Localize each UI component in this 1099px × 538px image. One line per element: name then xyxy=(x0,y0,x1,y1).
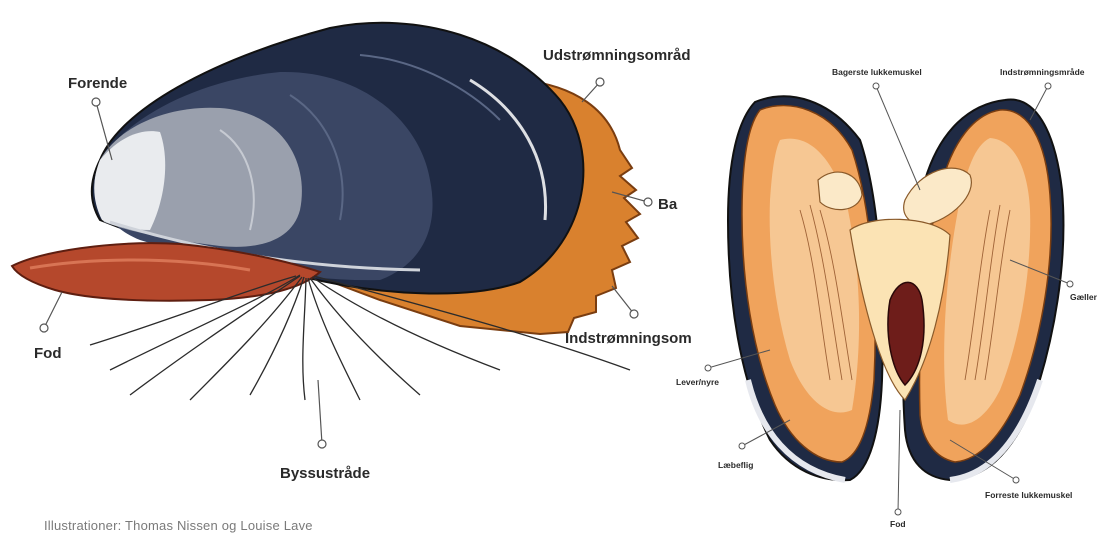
label-byssus: Byssustråde xyxy=(280,465,370,482)
shell-tip xyxy=(94,131,165,230)
label-bagerste-lukkemuskel: Bagerste lukkemuskel xyxy=(832,67,922,77)
label-lever-nyre: Lever/nyre xyxy=(676,377,719,387)
label-indstromning: Indstrømningsom xyxy=(565,330,692,347)
label-gaeller: Gæller xyxy=(1070,292,1098,302)
external-mussel-illustration: Forende Udstrømningsområd Ba Indstrømnin… xyxy=(12,23,692,482)
label-forende: Forende xyxy=(68,75,127,92)
illustration-credit: Illustrationer: Thomas Nissen og Louise … xyxy=(44,518,313,533)
label-laebeflig: Læbeflig xyxy=(718,460,753,470)
label-bagende: Ba xyxy=(658,196,678,213)
label-indstromningsomrade: Indstrømningsmråde xyxy=(1000,67,1085,77)
open-mussel-illustration: Bagerste lukkemuskel Indstrømningsmråde … xyxy=(676,67,1098,529)
label-forreste-lukkemuskel: Forreste lukkemuskel xyxy=(985,490,1072,500)
label-udstromning: Udstrømningsområd xyxy=(543,47,691,64)
label-fod: Fod xyxy=(34,345,62,362)
label-fod-internal: Fod xyxy=(890,519,906,529)
